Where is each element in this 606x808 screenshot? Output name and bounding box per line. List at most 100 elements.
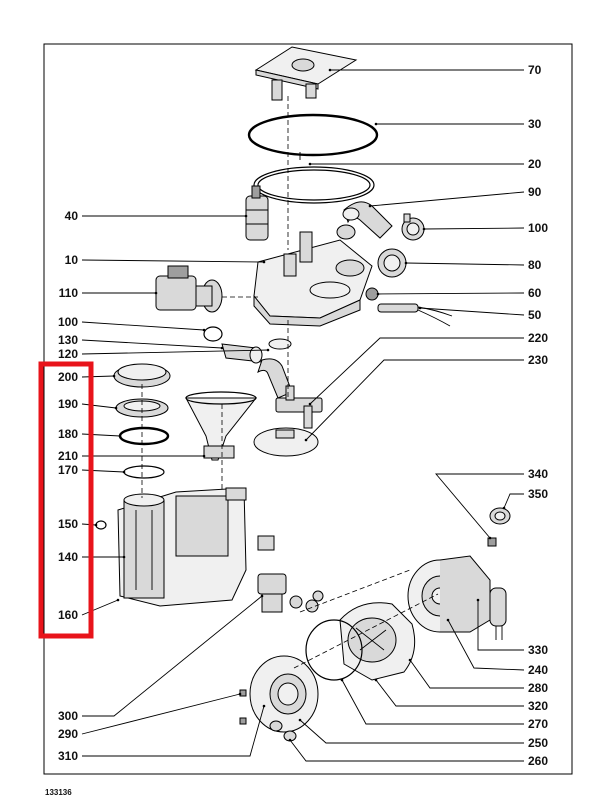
part-90-elbow bbox=[336, 201, 393, 240]
highlight-box bbox=[38, 361, 94, 639]
leader-right-50 bbox=[419, 307, 525, 316]
leader-dot-right-20 bbox=[308, 162, 312, 166]
leader-right-350 bbox=[503, 493, 524, 509]
part-230-disc bbox=[253, 427, 319, 457]
callout-label-right-350: 350 bbox=[528, 487, 548, 501]
leader-dot-right-330 bbox=[476, 598, 480, 602]
leader-dot-left-190 bbox=[114, 406, 118, 410]
part-50-sensor bbox=[377, 303, 453, 327]
document-id: 133136 bbox=[45, 788, 72, 797]
leader-dot-right-320 bbox=[374, 678, 378, 682]
callout-label-left-100: 100 bbox=[58, 315, 78, 329]
leader-right-60 bbox=[377, 292, 525, 295]
part-180-seal bbox=[118, 426, 170, 446]
callout-label-left-110: 110 bbox=[59, 286, 79, 300]
leader-dot-right-70 bbox=[328, 68, 332, 72]
callout-label-left-130: 130 bbox=[58, 333, 78, 347]
leader-dot-right-280 bbox=[408, 658, 412, 662]
leader-dot-right-80 bbox=[404, 261, 408, 265]
parts-layer bbox=[95, 46, 511, 742]
part-240-motor bbox=[407, 555, 491, 633]
leader-dot-left-300 bbox=[260, 594, 264, 598]
leader-dot-right-270 bbox=[340, 678, 344, 682]
leader-left-180 bbox=[81, 433, 121, 437]
leader-lines bbox=[81, 68, 525, 762]
leader-left-120 bbox=[81, 349, 269, 355]
part-350-clip bbox=[489, 507, 511, 525]
part-140-container bbox=[117, 487, 247, 607]
leader-right-280 bbox=[409, 659, 524, 689]
callout-label-right-20: 20 bbox=[528, 157, 542, 171]
callout-label-left-290: 290 bbox=[58, 727, 78, 741]
leader-dot-left-200 bbox=[112, 374, 116, 378]
leader-right-100 bbox=[423, 227, 525, 230]
callout-label-right-250: 250 bbox=[528, 736, 548, 750]
callout-label-right-90: 90 bbox=[528, 185, 542, 199]
callout-label-left-180: 180 bbox=[58, 427, 78, 441]
callout-label-right-280: 280 bbox=[528, 681, 548, 695]
leader-left-200 bbox=[81, 375, 115, 378]
leader-left-130 bbox=[81, 339, 223, 349]
part-60-fitting bbox=[365, 287, 379, 301]
part-250-shroud bbox=[249, 655, 319, 733]
part-80-nut bbox=[377, 248, 407, 278]
callout-label-left-160: 160 bbox=[58, 608, 78, 622]
leader-left-310 bbox=[82, 705, 265, 757]
callout-labels: 7030209010080605022023034035033024028032… bbox=[58, 63, 548, 768]
leader-dot-right-350 bbox=[502, 506, 506, 510]
part-10-sump bbox=[253, 231, 373, 327]
part-320-housing bbox=[339, 602, 416, 681]
leader-dot-left-160 bbox=[116, 598, 120, 602]
part-270-gasket bbox=[305, 619, 363, 681]
leader-right-260 bbox=[289, 739, 524, 762]
leader-dot-right-60 bbox=[376, 292, 380, 296]
part-170-oring bbox=[123, 465, 165, 479]
callout-label-right-240: 240 bbox=[528, 663, 548, 677]
callout-label-left-190: 190 bbox=[58, 397, 78, 411]
callout-label-left-40: 40 bbox=[65, 209, 79, 223]
leader-right-340 bbox=[435, 473, 524, 539]
callout-label-left-170: 170 bbox=[58, 463, 78, 477]
callout-label-right-80: 80 bbox=[528, 258, 542, 272]
leader-dot-left-210 bbox=[202, 454, 206, 458]
callout-label-right-320: 320 bbox=[528, 699, 548, 713]
leader-right-230 bbox=[305, 359, 524, 441]
part-150-washer bbox=[95, 520, 107, 530]
part-260-caps bbox=[269, 720, 297, 742]
leader-dot-right-260 bbox=[288, 738, 292, 742]
callout-label-right-50: 50 bbox=[528, 308, 542, 322]
leader-dot-left-110 bbox=[154, 291, 158, 295]
part-20-gasket bbox=[253, 166, 375, 204]
leader-right-220 bbox=[309, 337, 524, 405]
callout-label-right-220: 220 bbox=[528, 331, 548, 345]
leader-dot-left-150 bbox=[94, 523, 98, 527]
leader-dot-right-90 bbox=[368, 204, 372, 208]
callout-label-left-310: 310 bbox=[58, 749, 78, 763]
leader-left-100 bbox=[81, 321, 205, 331]
callout-label-left-140: 140 bbox=[58, 550, 78, 564]
leader-dot-right-230 bbox=[304, 438, 308, 442]
callout-label-right-340: 340 bbox=[528, 467, 548, 481]
leader-right-80 bbox=[405, 262, 525, 266]
part-100-clamp bbox=[401, 213, 425, 241]
part-120-elbow bbox=[257, 338, 293, 399]
part-200-cap bbox=[113, 363, 171, 388]
callout-label-right-260: 260 bbox=[528, 754, 548, 768]
leader-left-160 bbox=[81, 599, 119, 616]
leader-right-330 bbox=[477, 600, 524, 651]
leader-right-250 bbox=[299, 719, 524, 744]
callout-label-left-200: 200 bbox=[58, 370, 78, 384]
leader-dot-left-180 bbox=[118, 434, 122, 438]
callout-label-right-230: 230 bbox=[528, 353, 548, 367]
callout-label-left-150: 150 bbox=[58, 517, 78, 531]
leader-dot-right-220 bbox=[308, 402, 312, 406]
leader-dot-right-30 bbox=[374, 122, 378, 126]
leader-right-90 bbox=[369, 191, 525, 207]
part-340-fitting bbox=[487, 537, 497, 547]
leader-left-170 bbox=[81, 469, 125, 473]
leader-dot-left-290 bbox=[238, 692, 242, 696]
callout-label-right-330: 330 bbox=[528, 643, 548, 657]
part-40-sensor bbox=[245, 185, 269, 241]
leader-right-320 bbox=[375, 679, 524, 707]
part-220-valve bbox=[275, 385, 323, 429]
